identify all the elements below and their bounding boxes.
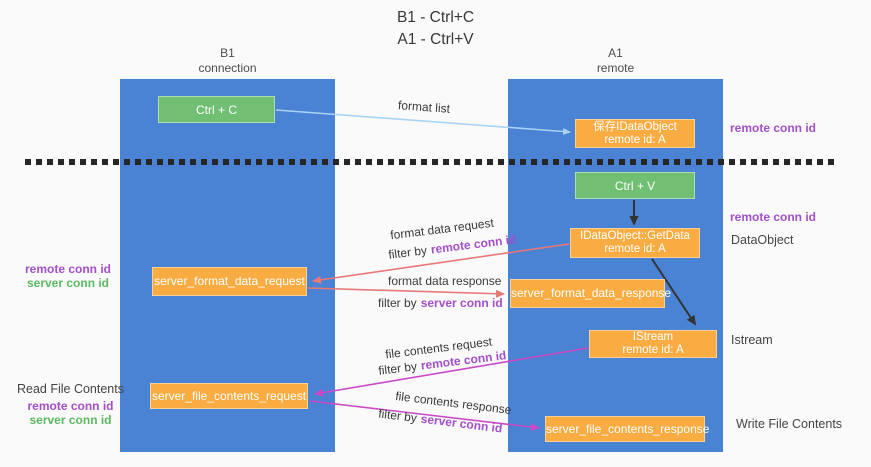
label-dataobject: DataObject	[731, 233, 794, 247]
diagram-title: B1 - Ctrl+C A1 - Ctrl+V	[0, 7, 871, 51]
header-b1: B1	[220, 46, 235, 60]
divider-dashed	[25, 159, 835, 165]
box-idataobject-getdata: IDataObject::GetData remote id: A	[570, 228, 700, 258]
header-a1: A1	[608, 46, 623, 60]
filter-by-text: filter by	[377, 406, 418, 426]
label-read-file-contents: Read File Contents	[16, 382, 124, 396]
label-left-server-conn-id: server conn id	[26, 276, 110, 290]
label-format-list: format list	[398, 98, 451, 116]
header-a1-remote: A1 remote	[508, 46, 723, 76]
box-istream-line2: remote id: A	[622, 344, 684, 356]
label-remote-conn-id-top-right: remote conn id	[730, 121, 817, 135]
box-save-idataobject: 保存IDataObject remote id: A	[575, 119, 695, 148]
filter-by-text: filter by	[377, 359, 418, 378]
box-ctrl-c: Ctrl + C	[158, 96, 275, 123]
box-server-file-contents-request: server_file_contents_request	[150, 383, 308, 409]
server-conn-id-text: server conn id	[420, 296, 503, 310]
box-idataobject-getdata-line1: IDataObject::GetData	[580, 230, 690, 242]
box-save-idataobject-line1: 保存IDataObject	[593, 120, 677, 133]
box-server-file-contents-request-label: server_file_contents_request	[151, 388, 307, 403]
server-conn-id-text: server conn id	[419, 411, 504, 436]
box-save-idataobject-line2: remote id: A	[604, 133, 666, 146]
box-server-format-data-request-label: server_format_data_request	[154, 274, 305, 288]
box-istream-line1: IStream	[632, 331, 674, 343]
label-left2-remote-conn-id: remote conn id	[27, 399, 114, 413]
box-server-format-data-request: server_format_data_request	[152, 267, 307, 296]
label-write-file-contents: Write File Contents	[736, 417, 843, 431]
box-idataobject-getdata-line2: remote id: A	[604, 243, 666, 255]
arrow-format-data-response	[307, 287, 505, 298]
box-ctrl-v: Ctrl + V	[575, 172, 695, 199]
label-left-remote-conn-id: remote conn id	[24, 262, 111, 276]
box-ctrl-v-label: Ctrl + V	[614, 178, 656, 193]
label-format-data-response-text: format data response	[388, 274, 502, 288]
label-remote-conn-id-right: remote conn id	[730, 210, 817, 224]
filter-by-text: filter by	[387, 243, 428, 262]
box-server-format-data-response-label: server_format_data_response	[511, 286, 672, 300]
title-line-1: B1 - Ctrl+C	[396, 9, 475, 26]
box-server-format-data-response: server_format_data_response	[510, 279, 672, 308]
label-istream: Istream	[731, 333, 773, 347]
box-server-file-contents-response: server_file_contents_response	[545, 416, 710, 442]
box-server-file-contents-response-label: server_file_contents_response	[546, 421, 710, 436]
label-format-list-text: format list	[397, 98, 451, 116]
box-ctrl-c-label: Ctrl + C	[195, 102, 237, 117]
box-istream: IStream remote id: A	[589, 330, 717, 358]
header-b1-connection: B1 connection	[120, 46, 335, 76]
label-left-conn-ids: remote conn id server conn id	[18, 262, 118, 290]
label-left2-server-conn-id: server conn id	[29, 413, 112, 427]
filter-by-text: filter by	[378, 296, 417, 310]
label-read-file-contents-group: Read File Contents remote conn id server…	[13, 382, 128, 427]
title-line-2: A1 - Ctrl+V	[397, 31, 474, 48]
header-remote: remote	[596, 61, 635, 75]
header-connection: connection	[198, 61, 257, 75]
label-format-data-response: format data response	[388, 274, 501, 288]
